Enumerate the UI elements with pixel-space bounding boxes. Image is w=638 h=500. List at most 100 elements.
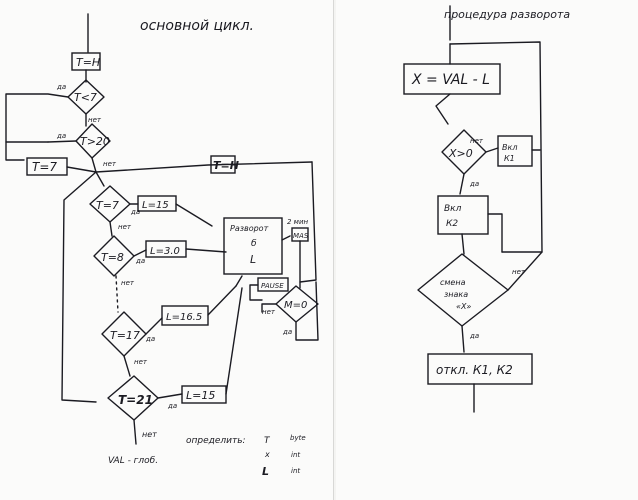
decl-t-type: byte <box>290 434 306 442</box>
pause-label: PAUSE <box>261 282 284 290</box>
left-page-main-loop: основной цикл. T=H T<7 да нет T>20 да не… <box>5 0 334 500</box>
sign-yes-line <box>461 325 465 353</box>
x0-yes-label: да <box>469 180 479 188</box>
mas-label: MAS <box>293 232 309 240</box>
assign-x-box <box>403 63 501 95</box>
reversal-to-mas <box>281 235 291 241</box>
sign-yes-label: да <box>469 332 479 340</box>
off-k1k2-label: откл. К1, К2 <box>436 363 513 377</box>
to-set-t7-line <box>5 141 25 161</box>
t21-yes-line <box>157 393 183 399</box>
sign-no-label: нет <box>512 268 526 276</box>
l30-to-reversal <box>185 248 227 253</box>
top-right-box-label: T=H <box>213 159 239 172</box>
decision-t-eq-8-label: T=8 <box>101 251 124 264</box>
assign-l30-label: L=3.0 <box>150 246 180 257</box>
x0-no-line <box>485 147 499 153</box>
junction-to-t7 <box>95 171 105 187</box>
on-k2-label-a: Вкл <box>444 204 462 214</box>
lt7-yes-label: да <box>56 83 66 91</box>
assign-l165-label: L=16.5 <box>166 312 202 323</box>
decision-t-eq-21-label: T=21 <box>118 393 153 407</box>
main-loop-flowchart: основной цикл. T=H T<7 да нет T>20 да не… <box>5 13 319 478</box>
decl-x-type: int <box>291 451 300 459</box>
reversal-block-mark: б <box>251 239 257 249</box>
gt20-no-line <box>91 157 97 173</box>
decision-m-eq-0-label: M=0 <box>284 300 307 311</box>
gt20-no-label: нет <box>103 160 117 168</box>
lt7-no-label: нет <box>88 116 102 124</box>
decision-t-lt-7-label: T<7 <box>74 91 97 104</box>
m0-no-line <box>261 303 277 313</box>
arrow-into-reversal <box>235 275 243 287</box>
t7-to-t8 <box>109 221 113 237</box>
t7-no-label: нет <box>118 223 132 231</box>
decl-title: определить: <box>186 436 246 446</box>
assign-x-label: X = VAL - L <box>411 72 490 88</box>
reversal-block <box>223 217 283 275</box>
t21-no-label: нет <box>142 430 157 439</box>
on-k2-to-sign <box>461 233 465 255</box>
x0-no-label: нет <box>470 137 484 145</box>
t17-to-t21 <box>123 355 131 377</box>
reversal-block-title: Разворот <box>230 224 269 233</box>
pause-loop <box>249 284 263 301</box>
sign-change-label-c: «X» <box>456 302 471 311</box>
ellipsis-line <box>115 275 119 313</box>
m0-no-label: нет <box>262 308 276 316</box>
on-k1-label-b: К1 <box>504 154 515 163</box>
on-k1-box <box>497 135 533 167</box>
gt20-yes-line <box>47 140 77 143</box>
sign-change-label-a: смена <box>440 278 466 287</box>
off-k1k2-box <box>427 353 533 385</box>
t8-no-label: нет <box>121 279 135 287</box>
reversal-return-loop <box>449 41 543 253</box>
start-box-label: T=H <box>76 56 100 69</box>
l15b-to-reversal <box>225 287 243 395</box>
reversal-block-l: L <box>250 253 256 266</box>
t8-yes-line <box>133 249 147 257</box>
sign-no-line <box>507 251 543 291</box>
t7-yes-label: да <box>130 208 140 216</box>
gt20-yes-label: да <box>56 132 66 140</box>
two-min-label: 2 мин <box>287 218 309 226</box>
t21-no-line <box>133 419 137 445</box>
t8-yes-label: да <box>135 257 145 265</box>
t17-no-label: нет <box>134 358 148 366</box>
assign-x-to-cond <box>435 93 451 125</box>
t17-yes-label: да <box>145 335 155 343</box>
on-k1-label-a: Вкл <box>502 143 517 152</box>
decision-t-eq-7-label: T=7 <box>96 199 119 212</box>
reversal-title: процедура разворота <box>444 8 570 21</box>
decl-t: T <box>264 436 271 446</box>
assign-l15-a-label: L=15 <box>142 200 169 211</box>
t17-yes-line <box>145 317 163 335</box>
decl-x: x <box>264 450 270 459</box>
top-right-box <box>210 155 236 174</box>
decl-l-type: int <box>291 467 300 475</box>
m0-yes-label: да <box>282 328 292 336</box>
on-k2-box <box>437 195 489 235</box>
sign-change-label-b: знака <box>444 290 468 299</box>
l165-to-reversal <box>207 285 237 316</box>
decl-l: L <box>262 465 269 478</box>
reversal-flowchart: процедура разворота X = VAL - L X>0 нет … <box>403 5 570 413</box>
decision-t-eq-8 <box>93 235 135 277</box>
decision-t-gt-20-label: T>20 <box>80 135 110 148</box>
x0-yes-line <box>459 173 465 195</box>
right-page-reversal-procedure: процедура разворота X = VAL - L X>0 нет … <box>336 0 638 500</box>
lt7-yes-loop <box>5 93 69 143</box>
m0-yes-line <box>295 281 319 341</box>
on-k2-label-b: К2 <box>446 219 458 229</box>
main-loop-title: основной цикл. <box>140 18 254 34</box>
on-k2-to-loop <box>487 213 503 253</box>
decision-x-gt-0-label: X>0 <box>448 147 473 160</box>
assign-l15-b-label: L=15 <box>186 389 215 402</box>
set-t7-label: T=7 <box>32 160 57 174</box>
t21-yes-label: да <box>167 402 177 410</box>
loop-bus-top <box>95 161 313 173</box>
val-note: VAL - глоб. <box>108 456 158 466</box>
loop-bus-left <box>61 171 97 403</box>
decision-t-eq-17-label: T=17 <box>110 329 140 342</box>
l15-to-reversal <box>175 203 213 227</box>
